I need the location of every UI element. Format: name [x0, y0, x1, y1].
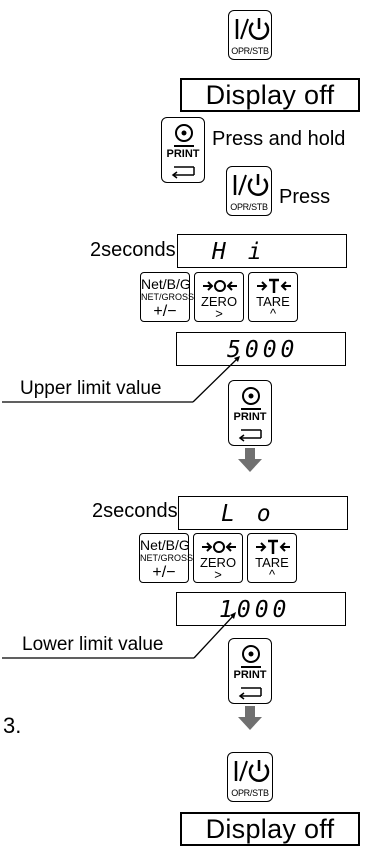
zero-key-2[interactable]: ZERO >	[193, 533, 243, 583]
zero-label: ZERO	[199, 555, 237, 570]
display-lo: L o	[178, 496, 348, 530]
display-hi-text: H i	[212, 239, 266, 265]
print-label: PRINT	[233, 669, 267, 681]
netbg-line2: NET/GROSS	[140, 553, 194, 563]
print-icon	[171, 124, 195, 179]
tare-label: TARE	[256, 294, 290, 309]
zero-label: ZERO	[200, 294, 238, 309]
down-arrow-icon	[238, 706, 262, 730]
power-icon	[229, 15, 271, 48]
netbg-line2: NET/GROSS	[141, 292, 195, 302]
opr-stb-label: OPR/STB	[230, 202, 268, 212]
tare-sub: ^	[269, 306, 277, 321]
press-and-hold-text: Press and hold	[212, 128, 346, 150]
netbg-line3: +/−	[152, 564, 176, 581]
power-icon	[228, 757, 272, 790]
zero-sub: >	[215, 306, 223, 321]
power-icon	[227, 171, 271, 204]
down-arrow-icon	[238, 448, 262, 472]
opr-stb-key-2[interactable]: OPR/STB	[226, 166, 272, 216]
press-text: Press	[279, 186, 331, 208]
tare-icon	[256, 539, 290, 554]
netbg-line3: +/−	[153, 303, 177, 320]
tare-key-2[interactable]: TARE ^	[247, 533, 297, 583]
print-icon	[238, 387, 262, 442]
zero-sub: >	[214, 567, 222, 582]
tare-label: TARE	[255, 555, 289, 570]
netbg-key-2[interactable]: Net/B/G NET/GROSS +/−	[139, 533, 194, 583]
netbg-key-1[interactable]: Net/B/G NET/GROSS +/−	[140, 272, 195, 322]
opr-stb-label: OPR/STB	[231, 788, 269, 798]
lower-limit-leader	[2, 612, 236, 659]
print-key-2[interactable]: PRINT	[228, 380, 272, 446]
opr-stb-label: OPR/STB	[231, 46, 269, 56]
netbg-line1: Net/B/G	[140, 537, 190, 553]
print-label: PRINT	[233, 411, 267, 423]
opr-stb-key-1[interactable]: OPR/STB	[228, 10, 272, 60]
zero-icon	[202, 541, 236, 553]
display-hi: H i	[177, 234, 347, 268]
netbg-line1: Net/B/G	[141, 276, 191, 292]
display-off-box-2: Display off	[180, 812, 360, 846]
opr-stb-key-3[interactable]: OPR/STB	[227, 752, 273, 802]
display-lower-value: 1000	[176, 592, 346, 626]
print-key-3[interactable]: PRINT	[228, 638, 272, 704]
tare-icon	[257, 278, 291, 293]
upper-limit-text: Upper limit value	[20, 378, 162, 399]
print-key-1[interactable]: PRINT	[161, 117, 205, 183]
two-seconds-text-1: 2seconds	[90, 239, 176, 261]
zero-icon	[203, 280, 237, 292]
tare-sub: ^	[268, 567, 276, 582]
tare-key-1[interactable]: TARE ^	[248, 272, 298, 322]
step-number: 3.	[3, 713, 22, 738]
display-upper-value: 5000	[176, 332, 346, 366]
lower-limit-text: Lower limit value	[22, 634, 164, 655]
display-lo-text: L o	[221, 501, 275, 527]
print-icon	[238, 645, 262, 700]
print-label: PRINT	[166, 148, 200, 160]
upper-limit-leader	[2, 356, 240, 403]
two-seconds-text-2: 2seconds	[92, 500, 178, 522]
zero-key-1[interactable]: ZERO >	[194, 272, 244, 322]
display-off-box-1: Display off	[180, 78, 360, 112]
